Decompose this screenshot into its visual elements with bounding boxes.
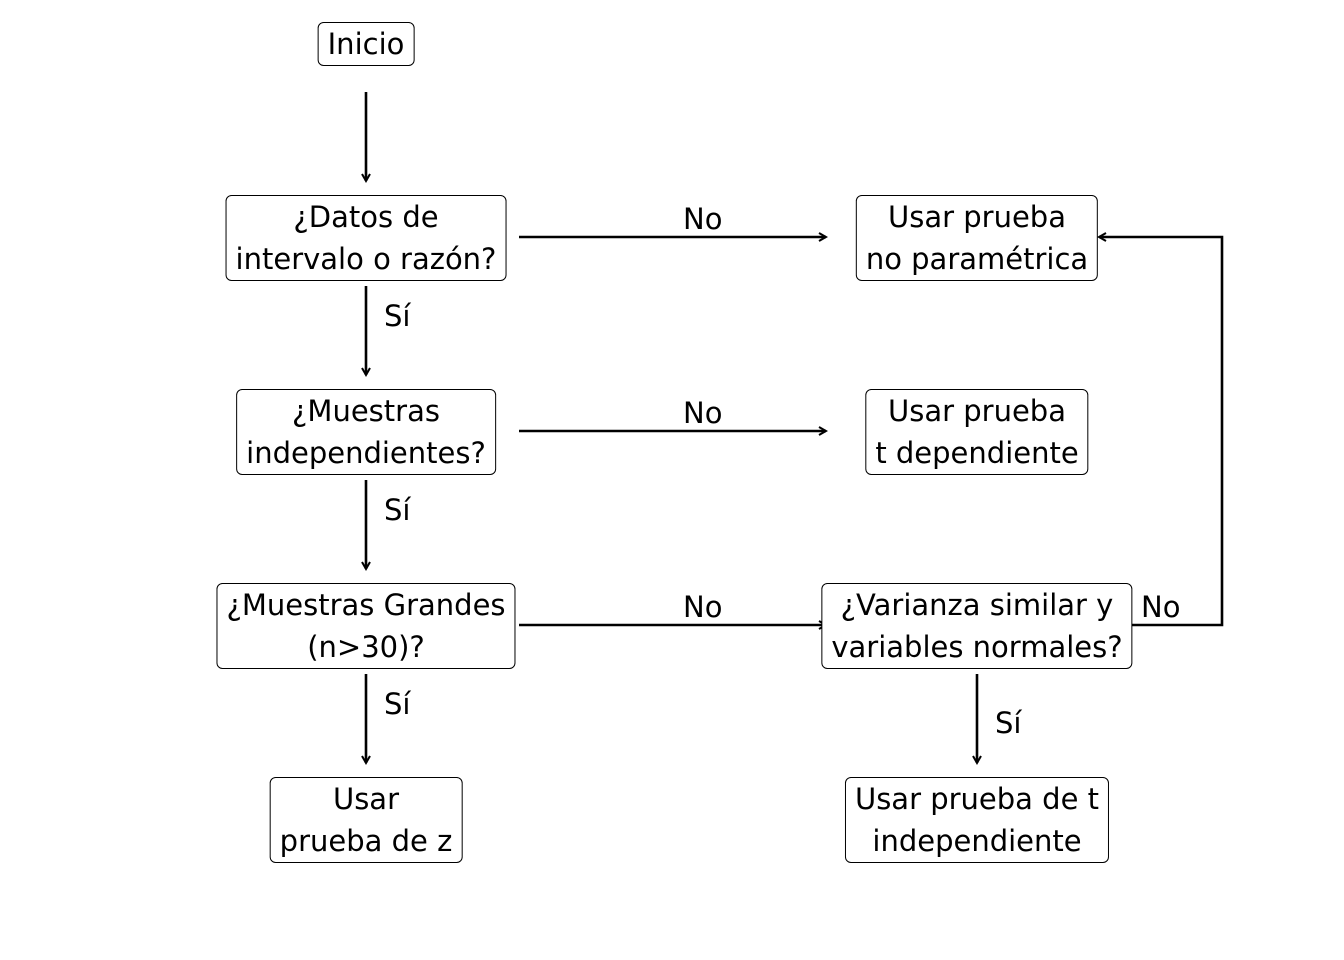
edge-label-muestras-grandes-si: Sí — [384, 687, 411, 721]
node-muestras-grandes-line-1: ¿Muestras Grandes — [226, 588, 506, 622]
node-no-parametrica-line-1: Usar prueba — [888, 200, 1066, 234]
node-prueba-z-line-1: Usar — [332, 782, 400, 816]
node-t-dependiente-line-2: t dependiente — [875, 436, 1079, 470]
edge-label-datos-si: Sí — [384, 299, 411, 333]
node-inicio: Inicio — [317, 22, 415, 66]
node-muestras-grandes: ¿Muestras Grandes (n>30)? — [216, 583, 516, 669]
node-no-parametrica-line-2: no paramétrica — [865, 242, 1089, 276]
node-t-dependiente: Usar prueba t dependiente — [865, 389, 1089, 475]
node-muestras-grandes-line-2: (n>30)? — [307, 630, 425, 664]
arrow-varianza-to-no-parametrica — [1099, 237, 1224, 627]
node-inicio-line-1: Inicio — [327, 27, 405, 61]
edge-label-datos-no: No — [683, 202, 723, 236]
node-datos-intervalo: ¿Datos de intervalo o razón? — [225, 195, 507, 281]
node-datos-line-2: intervalo o razón? — [235, 242, 497, 276]
edge-label-muestras-ind-si: Sí — [384, 493, 411, 527]
edge-label-varianza-si: Sí — [995, 706, 1022, 740]
node-muestras-independientes: ¿Muestras independientes? — [236, 389, 496, 475]
node-prueba-z-line-2: prueba de z — [279, 824, 453, 858]
node-t-independiente-line-1: Usar prueba de t — [854, 782, 1100, 816]
node-t-dependiente-line-1: Usar prueba — [888, 394, 1066, 428]
edge-label-varianza-no: No — [1141, 590, 1181, 624]
node-no-parametrica: Usar prueba no paramétrica — [855, 195, 1099, 281]
node-varianza-line-2: variables normales? — [831, 630, 1123, 664]
edge-label-muestras-grandes-no: No — [683, 590, 723, 624]
node-prueba-z: Usar prueba de z — [269, 777, 463, 863]
edge-label-muestras-ind-no: No — [683, 396, 723, 430]
node-varianza-line-1: ¿Varianza similar y — [840, 588, 1114, 622]
node-t-independiente: Usar prueba de t independiente — [844, 777, 1110, 863]
node-t-independiente-line-2: independiente — [872, 824, 1082, 858]
node-varianza: ¿Varianza similar y variables normales? — [821, 583, 1133, 669]
node-muestras-ind-line-2: independientes? — [246, 436, 486, 470]
node-muestras-ind-line-1: ¿Muestras — [292, 394, 440, 428]
node-datos-line-1: ¿Datos de — [293, 200, 439, 234]
